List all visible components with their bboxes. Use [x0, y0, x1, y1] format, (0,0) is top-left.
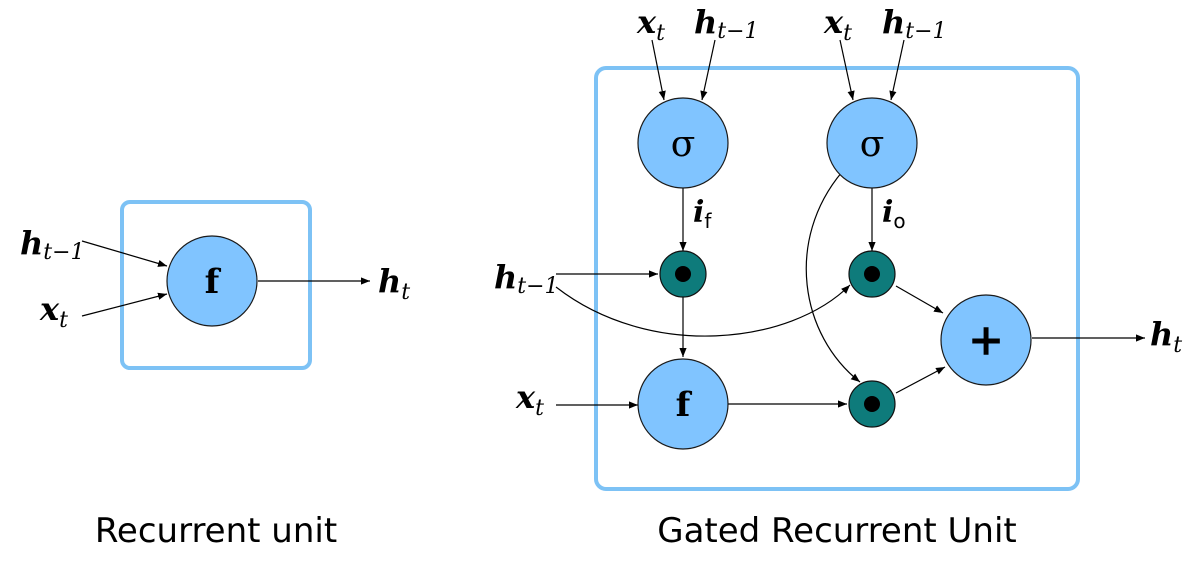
input-gate-label: if — [693, 195, 712, 233]
multiply-gate-activation — [848, 380, 896, 428]
x-to-sigma2-arrow — [839, 39, 855, 101]
h-to-sigma1-arrow — [700, 39, 716, 101]
x-label-top-2: xt — [823, 3, 852, 46]
h-out-label: ht — [378, 262, 410, 305]
h-prev-label-top-1: ht−1 — [694, 3, 759, 44]
activation-node — [166, 235, 258, 327]
multiply-gate-input — [659, 250, 707, 298]
x-label-top-1: xt — [636, 3, 665, 46]
recurrent-unit-box — [120, 200, 312, 370]
h-prev-label-top-2: ht−1 — [882, 3, 947, 44]
sigma-node-input — [637, 97, 729, 189]
x-label: xt — [39, 290, 68, 333]
sum-label: + — [968, 315, 1005, 366]
recurrent-unit: f ht−1 xt ht Recurrent unit — [20, 200, 410, 551]
sigma-label-output: σ — [860, 124, 885, 165]
gate2-to-plus-arrow — [895, 285, 944, 314]
x-to-sigma1-arrow — [651, 39, 666, 101]
h-to-gate2-arrow — [555, 284, 851, 337]
sigma2-to-gate3-arrow — [805, 171, 861, 383]
h-prev-label: ht−1 — [20, 224, 85, 265]
sigma-label-input: σ — [671, 124, 696, 165]
activation-node-gru — [637, 358, 729, 450]
output-gate-label: io — [882, 195, 906, 233]
x-arrow — [81, 292, 168, 317]
gru-caption: Gated Recurrent Unit — [657, 511, 1017, 551]
x-label-left: xt — [515, 378, 544, 421]
h-prev-arrow — [81, 240, 168, 267]
sigma-node-output — [826, 97, 918, 189]
h-prev-label-left: ht−1 — [494, 258, 559, 299]
gated-recurrent-unit: σ σ f + xt ht−1 xt ht−1 — [494, 3, 1182, 551]
gate3-to-plus-arrow — [895, 366, 946, 394]
sum-node — [940, 294, 1032, 386]
gru-box — [594, 66, 1080, 491]
activation-label-gru: f — [676, 385, 693, 425]
h-out-label-gru: ht — [1150, 315, 1182, 358]
recurrent-unit-caption: Recurrent unit — [95, 511, 337, 551]
multiply-gate-output — [848, 250, 896, 298]
activation-label: f — [205, 262, 222, 302]
h-to-sigma2-arrow — [889, 39, 905, 101]
